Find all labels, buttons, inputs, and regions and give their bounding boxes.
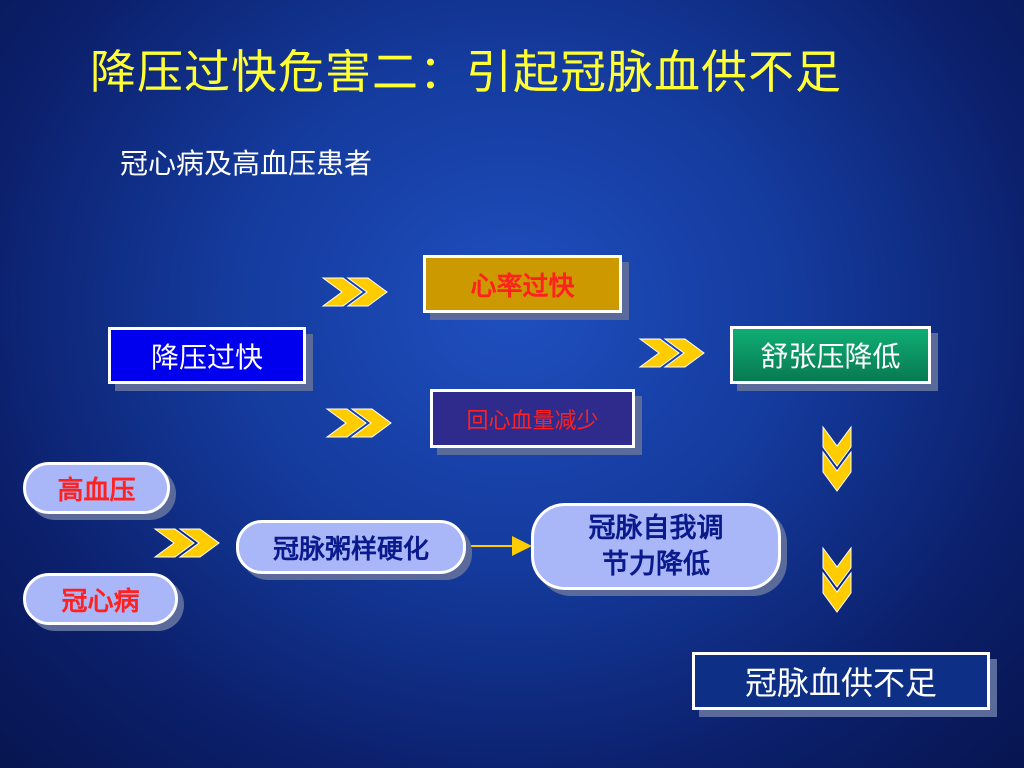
node-rapid-lowering: 降压过快 bbox=[108, 327, 306, 384]
node-label: 冠心病 bbox=[61, 586, 140, 617]
slide-title: 降压过快危害二：引起冠脉血供不足 bbox=[90, 45, 842, 99]
node-label: 冠脉粥样硬化 bbox=[272, 534, 429, 565]
node-label: 降压过快 bbox=[150, 340, 263, 374]
node-label-line1: 冠脉自我调 bbox=[588, 512, 724, 544]
chevron-down-icon bbox=[822, 546, 852, 613]
node-label: 回心血量减少 bbox=[466, 408, 599, 434]
node-atherosclerosis: 冠脉粥样硬化 bbox=[236, 520, 466, 574]
node-diastolic-down: 舒张压降低 bbox=[730, 326, 931, 384]
node-label: 舒张压降低 bbox=[760, 340, 901, 373]
chevron-right-icon bbox=[321, 277, 388, 307]
node-hypertension: 高血压 bbox=[23, 462, 170, 514]
node-venous-return-down: 回心血量减少 bbox=[430, 389, 635, 448]
node-heart-rate-fast: 心率过快 bbox=[423, 255, 622, 313]
node-label-line2: 节力降低 bbox=[602, 548, 710, 580]
node-label: 心率过快 bbox=[470, 271, 575, 302]
node-chd: 冠心病 bbox=[23, 573, 178, 625]
chevron-right-icon bbox=[325, 408, 392, 438]
chevron-down-icon bbox=[822, 425, 852, 492]
node-autoregulation: 冠脉自我调 节力降低 bbox=[531, 503, 781, 590]
slide-subtitle: 冠心病及高血压患者 bbox=[120, 147, 373, 180]
node-insufficient-supply: 冠脉血供不足 bbox=[692, 652, 990, 710]
node-label: 冠脉血供不足 bbox=[744, 664, 937, 702]
chevron-right-icon bbox=[638, 338, 705, 368]
chevron-right-icon bbox=[153, 528, 220, 558]
node-label: 高血压 bbox=[57, 475, 136, 506]
